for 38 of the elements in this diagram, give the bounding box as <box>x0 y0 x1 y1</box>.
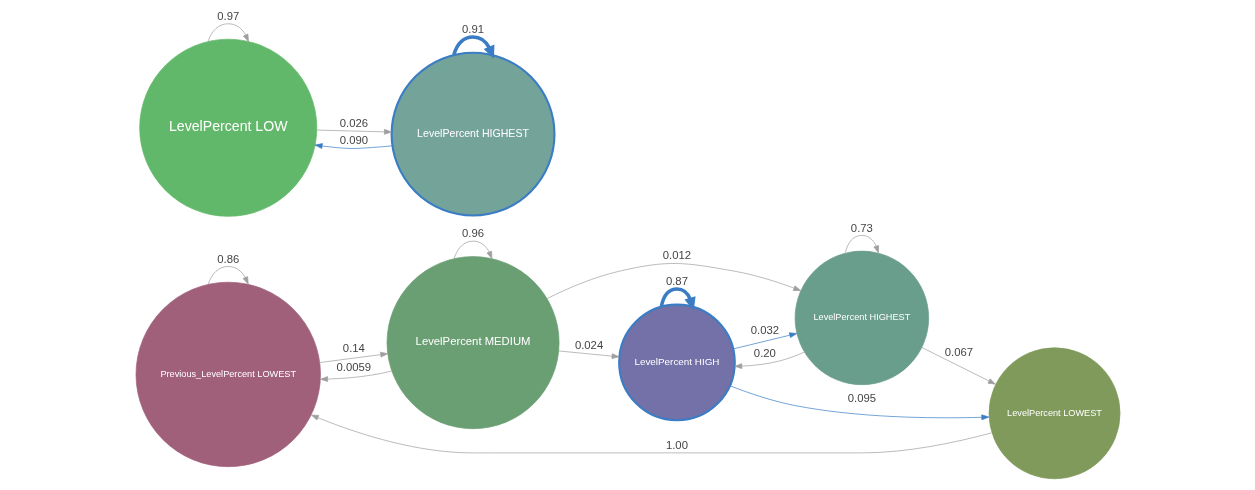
arrow <box>315 129 392 135</box>
arrow <box>557 350 619 359</box>
node-circle: LevelPercent MEDIUM <box>386 256 559 430</box>
arrow <box>314 143 392 149</box>
arrow <box>207 23 249 42</box>
edge-label: 0.14 <box>342 342 365 355</box>
node-circle: LevelPercent HIGHEST <box>390 51 556 217</box>
arrow <box>921 347 996 385</box>
edge-label: 0.026 <box>339 116 368 129</box>
edge-label: 0.024 <box>574 338 603 351</box>
edge-label: 0.067 <box>944 345 973 358</box>
arrow <box>453 240 492 259</box>
arrow <box>310 414 992 454</box>
edge-label: 0.090 <box>339 133 368 146</box>
edge-label: 0.095 <box>847 391 876 404</box>
arrow <box>659 287 696 311</box>
arrow <box>319 351 388 363</box>
arrow <box>207 266 249 285</box>
arrow <box>844 235 879 254</box>
arrow <box>733 351 805 369</box>
edge-label: 0.96 <box>461 227 484 240</box>
arrow <box>451 35 494 59</box>
edge-label: 0.032 <box>750 324 779 337</box>
edge-label: 0.91 <box>461 23 484 36</box>
edge-label: 0.0059 <box>336 361 371 374</box>
arrow <box>546 263 801 299</box>
edge-label: 0.73 <box>850 221 873 234</box>
arrow <box>732 332 797 350</box>
edge-label: 0.97 <box>216 10 239 23</box>
edge-label: 0.20 <box>753 347 776 360</box>
node-circle: LevelPercent LOW <box>138 38 317 217</box>
edge-label: 0.012 <box>662 249 691 262</box>
arrow <box>319 370 392 382</box>
edge-label: 0.86 <box>216 252 239 265</box>
edge-label: 0.87 <box>665 275 688 288</box>
node-circle: LevelPercent HIGH <box>617 303 736 422</box>
arrow <box>729 385 989 421</box>
edge-label: 1.00 <box>665 439 688 452</box>
